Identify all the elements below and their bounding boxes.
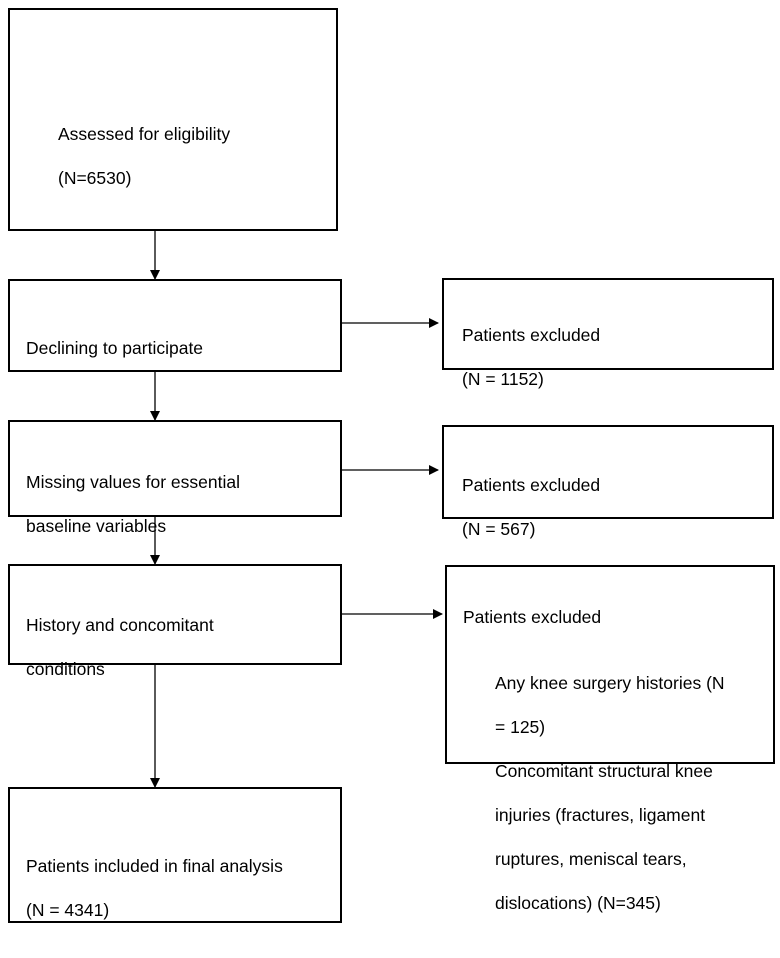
box-assessed: Assessed for eligibility (N=6530): [8, 8, 338, 231]
declining-label: Declining to participate: [26, 338, 204, 358]
box-excluded-declined: Patients excluded (N = 1152): [442, 278, 774, 389]
box-history: History and concomitant conditions: [8, 564, 342, 679]
box-included: Patients included in final analysis (N =…: [8, 787, 342, 923]
excluded-history-item1-line2: = 125): [495, 717, 546, 737]
history-label-line1: History and concomitant: [26, 615, 214, 635]
excluded-missing-title: Patients excluded: [462, 475, 601, 495]
excluded-declined-title: Patients excluded: [462, 325, 601, 345]
box-missing: Missing values for essential baseline va…: [8, 420, 342, 536]
missing-label-line1: Missing values for essential: [26, 472, 240, 492]
excluded-history-item2-line2: injuries (fractures, ligament: [495, 805, 706, 825]
excluded-history-item2-line4: dislocations) (N=345): [495, 893, 661, 913]
included-label: Patients included in final analysis: [26, 856, 283, 876]
flow-arrows: [150, 230, 443, 788]
history-label-line2: conditions: [26, 659, 105, 679]
excluded-history-item2-line1: Concomitant structural knee: [495, 761, 713, 781]
excluded-history-title: Patients excluded: [463, 607, 602, 627]
excluded-missing-count: (N = 567): [462, 519, 536, 539]
box-excluded-missing: Patients excluded (N = 567): [442, 425, 774, 539]
included-count: (N = 4341): [26, 900, 110, 920]
excluded-history-item2-line3: ruptures, meniscal tears,: [495, 849, 687, 869]
box-excluded-history: Patients excluded Any knee surgery histo…: [445, 565, 775, 913]
excluded-history-item1-line1: Any knee surgery histories (N: [495, 673, 725, 693]
assessed-count: (N=6530): [58, 168, 132, 188]
excluded-declined-count: (N = 1152): [462, 369, 544, 389]
missing-label-line2: baseline variables: [26, 516, 167, 536]
assessed-label: Assessed for eligibility: [58, 124, 231, 144]
box-declining: Declining to participate: [8, 279, 342, 372]
